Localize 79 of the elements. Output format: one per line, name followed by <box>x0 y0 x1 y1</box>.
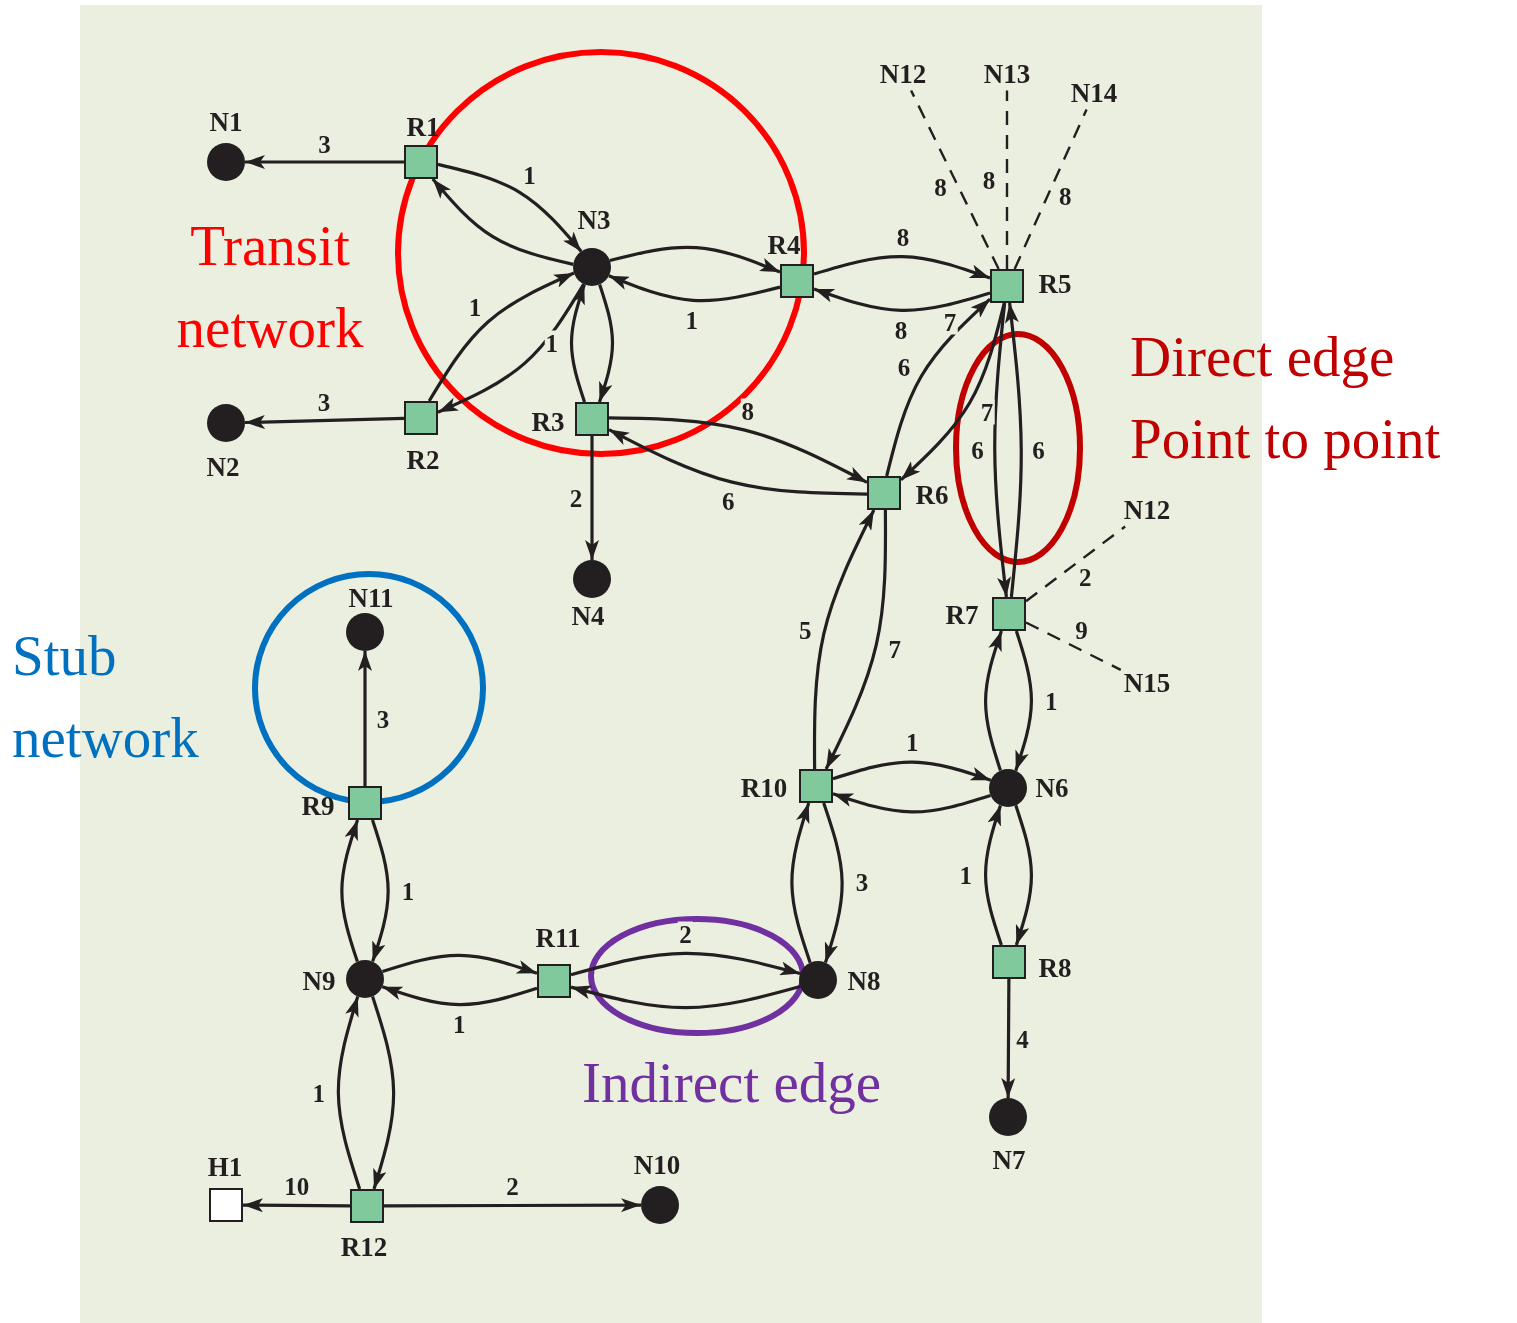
arrow <box>431 177 574 266</box>
arrow <box>832 760 992 782</box>
node-label: R9 <box>301 792 335 820</box>
arrow <box>1004 302 1023 598</box>
node-label: N2 <box>206 453 240 481</box>
arrow <box>812 509 876 769</box>
node-label: R6 <box>915 481 949 509</box>
arrow <box>427 271 575 402</box>
node-label: N9 <box>302 967 336 995</box>
arrow <box>1001 979 1016 1098</box>
arrow <box>983 630 1003 772</box>
arrow <box>244 415 405 429</box>
arrow <box>993 302 1012 598</box>
arrow <box>597 283 615 403</box>
node-label: N7 <box>992 1146 1026 1174</box>
node-label: N11 <box>348 584 394 612</box>
arrow <box>608 274 781 303</box>
arrow <box>899 302 1006 482</box>
node-label: R11 <box>535 924 581 952</box>
node-label: R12 <box>340 1233 388 1261</box>
node-label: R8 <box>1038 954 1072 982</box>
arrow <box>384 1198 641 1213</box>
arrow <box>813 255 991 280</box>
node-label: N8 <box>847 967 881 995</box>
arrow <box>336 996 362 1190</box>
arrow <box>340 819 360 963</box>
arrow <box>824 510 888 770</box>
arrow <box>813 287 991 312</box>
arrow <box>381 985 538 1007</box>
arrow <box>245 155 404 169</box>
arrow <box>983 804 1003 946</box>
arrow <box>358 651 372 786</box>
arrow <box>370 819 390 963</box>
arrow <box>1014 804 1033 946</box>
arrow <box>585 436 599 560</box>
arrow <box>371 995 396 1190</box>
node-label: N6 <box>1035 774 1069 802</box>
arrow <box>1014 630 1033 772</box>
node-label: H1 <box>207 1153 243 1181</box>
node-label: N13 <box>983 60 1031 88</box>
node-label: R3 <box>531 408 565 436</box>
arrow <box>382 953 538 975</box>
node-label: R4 <box>767 231 801 259</box>
arrow <box>608 428 868 496</box>
node-label: R10 <box>740 774 788 802</box>
annotation-text: Indirect edge <box>582 1050 882 1116</box>
node-label: N12 <box>879 60 927 88</box>
node-label: N3 <box>577 206 611 234</box>
annotation-text: Transit network <box>175 213 365 361</box>
dashed-line <box>1025 525 1126 603</box>
arrow <box>437 162 583 253</box>
node-label: R1 <box>406 113 440 141</box>
annotation-text: Point to point <box>1130 406 1441 472</box>
node-label: R7 <box>945 601 979 629</box>
node-label: N4 <box>571 602 605 630</box>
annotation-text: Stub network <box>12 623 200 771</box>
node-label: R5 <box>1038 270 1072 298</box>
arrow <box>609 245 781 274</box>
annotation-text: Direct edge <box>1130 324 1395 390</box>
arrow <box>832 792 991 814</box>
node-label: N10 <box>633 1151 681 1179</box>
node-label: N15 <box>1123 669 1171 697</box>
dashed-line <box>1005 90 1009 269</box>
arrow <box>570 951 801 977</box>
arrow <box>822 802 844 963</box>
arrow <box>790 802 812 964</box>
node-label: R2 <box>406 446 440 474</box>
node-label: N12 <box>1123 496 1171 524</box>
dashed-line <box>1013 109 1088 270</box>
arrow <box>570 985 801 1010</box>
dashed-line <box>1025 621 1122 671</box>
arrow <box>243 1198 350 1213</box>
arrow <box>608 416 868 484</box>
arrow <box>885 297 992 477</box>
dashed-line <box>910 89 1000 270</box>
arrow <box>569 283 587 403</box>
arrow <box>437 283 586 414</box>
node-label: N14 <box>1070 79 1118 107</box>
node-label: N1 <box>209 108 243 136</box>
